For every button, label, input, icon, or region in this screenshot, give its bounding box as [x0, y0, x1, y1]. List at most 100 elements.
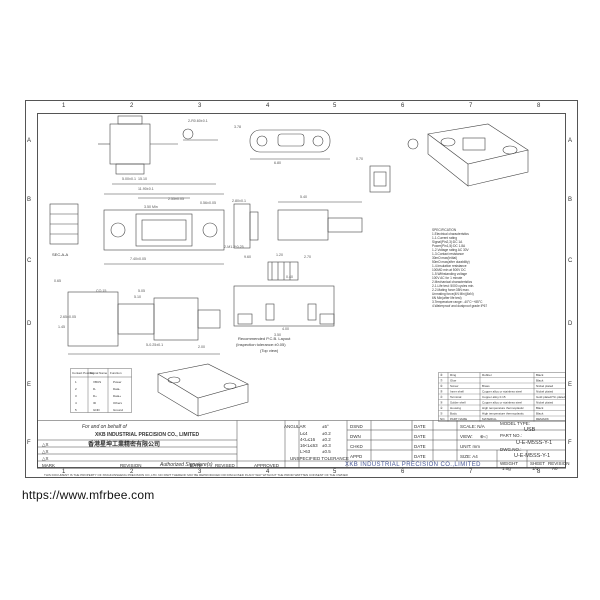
tolerance-range: L>63: [300, 449, 311, 454]
spec-note-line: 1.Electrical characteristics: [432, 232, 469, 236]
col-label: 4: [266, 103, 270, 109]
row-label: C: [27, 258, 32, 264]
section-label: SEC-A-A: [52, 252, 69, 257]
bom-cell: ⑦: [440, 379, 443, 383]
bom-cell: ⑤: [440, 390, 443, 394]
dimension-label: 5.05: [138, 289, 145, 293]
spec-note-line: 1-1.Current rating: [432, 236, 457, 240]
tolerance-angular-value: ±5°: [322, 424, 329, 429]
dimension-label: 5.10: [134, 295, 141, 299]
bom-cell: ①: [440, 412, 443, 416]
pcb-note: (Inspection tolerance:±0.05): [236, 342, 286, 347]
view-label: VIEW:: [460, 434, 473, 439]
bom-cell: Ring: [450, 373, 457, 377]
dimension-label: 5-0.25±0.1: [146, 343, 163, 347]
signature-company: XKB INDUSTRIAL PRECISION CO., LIMITED: [95, 432, 200, 438]
side-view-middle: [233, 203, 259, 249]
pin-table-cell: 4: [75, 401, 77, 405]
bom-cell: Gold plated/Tin plated: [536, 395, 566, 399]
bom-cell: Nickel plated: [536, 401, 554, 405]
outer-frame: [25, 100, 578, 478]
spec-note-line: 100V AC for 1 minute: [432, 276, 463, 280]
section-a-a-view: [49, 203, 79, 245]
dwg-no-label: DWG.NO.:: [500, 447, 522, 452]
bom-header: NO.: [440, 417, 446, 421]
pin-table-header: Signal Name: [90, 371, 108, 375]
pin-table-cell: D-: [93, 387, 96, 391]
weight-label: WEIGHT: [500, 461, 518, 466]
sheet-label: SHEET: [530, 461, 546, 466]
pin-table-header: Contact Position: [72, 371, 94, 375]
company-name: XKB INDUSTRIAL PRECISION CO.,LIMITED: [345, 462, 481, 468]
spec-note-line: 4.Waterproof and dustproof grade IP67: [432, 304, 488, 308]
unspecified-tolerance-label: UNSPECIFIED TOLERANCE: [290, 456, 349, 461]
part-no-label: PART NO.:: [500, 433, 523, 438]
dimension-label: 11.90±0.1: [138, 187, 154, 191]
spec-note-line: 50mΩ max(after durability): [432, 260, 470, 264]
col-label: 7: [469, 469, 473, 475]
bom-header: PART NAME: [450, 417, 467, 421]
row-label: D: [568, 321, 573, 327]
approved-label: APPROVED: [254, 463, 280, 468]
dimension-label: 6.80: [274, 161, 281, 165]
spec-note-line: 2.Mechanical characteristics: [432, 280, 473, 284]
bom-cell: Copper alloy or stainless steel: [482, 401, 522, 405]
col-label: 2: [130, 103, 134, 109]
pin-table-cell: Data+: [113, 394, 121, 398]
bom-cell: Copper alloy or stainless steel: [482, 390, 522, 394]
bom-cell: Housing: [450, 406, 461, 410]
size-label: SIZE: A4: [460, 454, 478, 459]
revision-mark: △X: [42, 456, 49, 461]
side-view-top-left: [98, 115, 218, 175]
row-label: F: [27, 440, 31, 446]
bom-cell: High temperature thermoplastic: [482, 412, 524, 416]
bom-cell: Rubber: [482, 373, 492, 377]
dimension-label: 5.00±0.1: [122, 177, 136, 181]
inner-frame: [37, 113, 566, 468]
bom-header: MATERIAL: [482, 417, 497, 421]
col-label: 1: [62, 469, 66, 475]
bom-cell: Screw: [450, 384, 459, 388]
main-top-view: [103, 183, 225, 265]
signature-company-cn: 香港星坤工業精密有限公司: [88, 442, 161, 448]
dimension-label: 4.00: [282, 327, 289, 331]
dimension-label: 0.56±0.05: [200, 201, 216, 205]
col-label: 1: [62, 103, 66, 109]
technical-drawing: SEC-A-A Recommended P.C.B. Layout (Inspe…: [49, 115, 529, 417]
unit-label: UNIT: mm: [460, 444, 480, 449]
authorized-signature: Authorized Signature(s): [160, 462, 213, 468]
spec-note-line: 100MΩ min at 500V DC: [432, 268, 466, 272]
col-label: 6: [401, 469, 405, 475]
bom-cell: Black: [536, 373, 544, 377]
col-label: 5: [333, 103, 337, 109]
tolerance-value: ±0.2: [322, 437, 331, 442]
approval-role: APPD: [350, 454, 363, 459]
pin-table-cell: Data-: [113, 387, 120, 391]
dimension-label: 2.55±0.05: [168, 197, 184, 201]
pin-table-cell: VBUS: [93, 380, 101, 384]
dimension-label: 2.65±0.05: [60, 315, 76, 319]
bottom-left-section: [67, 291, 221, 355]
spec-note-line: Power(Pin1,5):DC 1.8A: [432, 244, 466, 248]
approval-role: DSND: [350, 424, 363, 429]
col-label: 5: [333, 469, 337, 475]
spec-note-line: 2-2.Mating force:35N max.: [432, 288, 470, 292]
pin-table-cell: Others: [113, 401, 123, 405]
col-label: 3: [198, 469, 202, 475]
bom-cell: High temperature thermoplastic: [482, 406, 524, 410]
bom-cell: Brass: [482, 384, 490, 388]
dimension-label: 9.60: [244, 255, 251, 259]
bom-cell: Terminal: [450, 395, 462, 399]
bom-cell: Nickel plated: [536, 384, 554, 388]
spec-note-line: Signal(Pin2,3):DC 1A: [432, 240, 463, 244]
col-label: 4: [266, 469, 270, 475]
dimension-label: CO.15: [96, 289, 106, 293]
bom-cell: ③: [440, 401, 443, 405]
dimension-label: 5.40: [300, 195, 307, 199]
pin-table-cell: ID: [93, 401, 97, 405]
watermark-url[interactable]: https://www.mfrbee.com: [22, 488, 155, 502]
col-label: 3: [198, 103, 202, 109]
row-label: F: [568, 440, 572, 446]
